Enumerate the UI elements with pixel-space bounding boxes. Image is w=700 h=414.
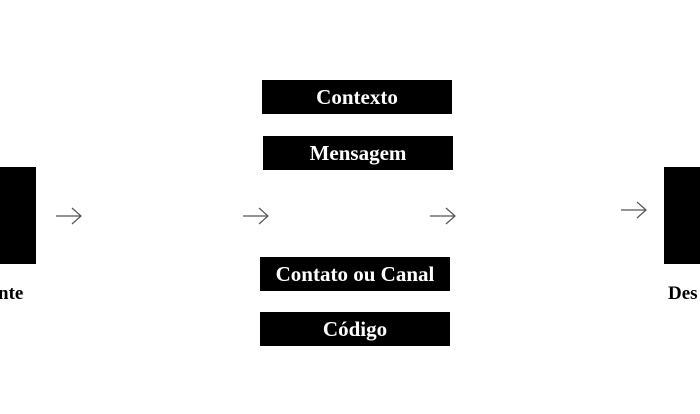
receiver-label: Des [668, 283, 698, 304]
contact-box: Contato ou Canal [260, 257, 450, 291]
right-arrow-icon [55, 206, 83, 226]
receiver-block [664, 167, 700, 264]
context-box: Contexto [262, 80, 452, 114]
right-arrow-icon [429, 206, 457, 226]
right-arrow-icon [620, 200, 648, 220]
sender-label: nte [0, 283, 24, 304]
sender-block [0, 167, 36, 264]
right-arrow-icon [242, 206, 270, 226]
message-box: Mensagem [263, 136, 453, 170]
code-box: Código [260, 312, 450, 346]
